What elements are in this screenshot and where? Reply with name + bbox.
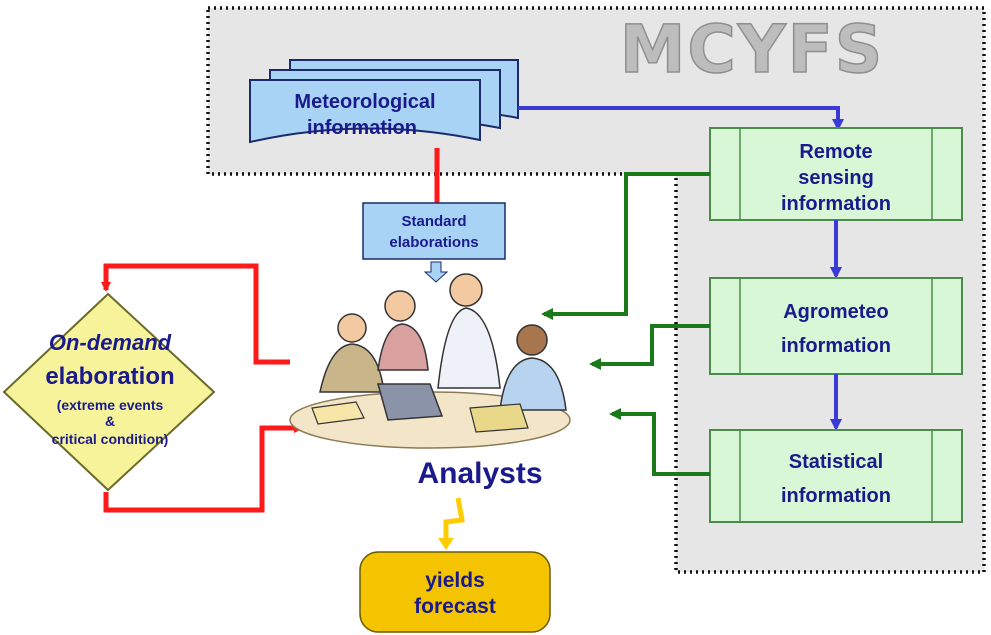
system-title: MCYFS [620,11,885,88]
meteorological-label-line1: Meteorological [294,91,435,113]
remote-label-line1: Remote [799,141,872,163]
arrow-remote-to-analysts [541,172,710,320]
statistical-label-line2: information [781,485,891,507]
arrow-forecast-head [438,538,454,550]
meteorological-label-line2: information [307,117,417,139]
on-demand-note-line2: & [105,413,115,429]
arrow-analysts-to-on-demand [101,263,290,365]
arrow-statistical-to-analysts [609,408,710,476]
on-demand-note-line3: critical condition) [52,431,169,447]
arrow-meteo-to-remote [518,106,844,131]
arrow-standard-to-analysts [423,261,449,283]
agrometeo-box [709,277,963,375]
arrow-agrometeo-to-analysts [589,324,710,370]
standard-elaborations-box [362,202,506,260]
statistical-label-line1: Statistical [789,451,883,473]
remote-label-line2: sensing [798,167,874,189]
analysts-label: Analysts [417,457,542,490]
meteorological-info-box [249,59,519,144]
agrometeo-label-line1: Agrometeo [783,301,889,323]
forecast-label-line2: forecast [414,595,496,618]
arrow-analysts-to-forecast [443,497,465,540]
on-demand-diamond [2,292,216,492]
yields-forecast-box [359,551,551,633]
statistical-box [709,429,963,523]
forecast-label-line1: yields [425,569,485,592]
agrometeo-label-line2: information [781,335,891,357]
on-demand-title: On-demand [49,330,172,355]
arrow-on-demand-to-analysts [103,423,304,513]
on-demand-subtitle: elaboration [45,363,174,390]
analysts-illustration [289,273,571,449]
standard-label-line2: elaborations [389,234,478,251]
on-demand-note-line1: (extreme events [57,397,164,413]
standard-label-line1: Standard [401,213,466,230]
remote-label-line3: information [781,193,891,215]
